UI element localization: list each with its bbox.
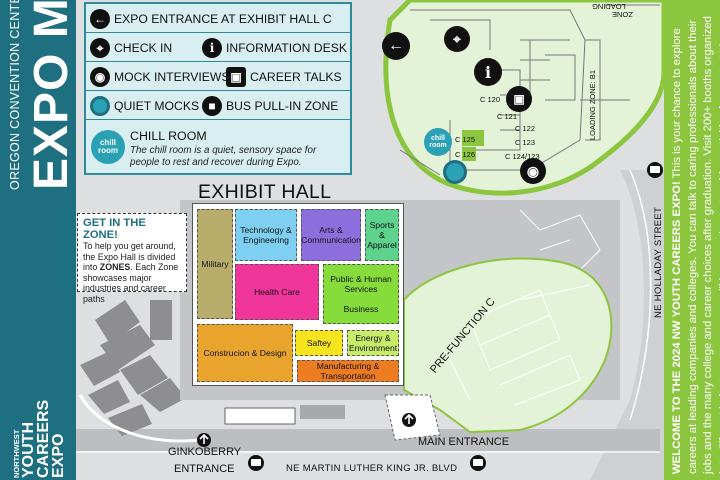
info-icon: i (202, 38, 222, 58)
chill-room-title: CHILL ROOM (130, 129, 207, 143)
main-entrance-label: MAIN ENTRANCE (418, 436, 510, 448)
page-subtitle: OREGON CONVENTION CENTER (8, 0, 22, 190)
room-label: C 120 (480, 95, 501, 104)
holladay-street-label: NE HOLLADAY STREET (653, 206, 664, 318)
bus-icon (248, 455, 264, 471)
legend-row: ◉ MOCK INTERVIEWS ▣ CAREER TALKS (86, 62, 350, 91)
zone-label: ZONE (612, 10, 633, 19)
loading-label: LOADING (592, 2, 626, 11)
legend-row: ⌖ CHECK IN i INFORMATION DESK (86, 33, 350, 62)
legend-career-talks-label: CAREER TALKS (250, 70, 342, 84)
chill-room-icon: chill room (91, 130, 125, 164)
chill-room-description: The chill room is a quiet, sensory space… (130, 145, 317, 168)
legend-bus-zone: ■ BUS PULL-IN ZONE (202, 95, 338, 117)
room-label: C 122 (515, 124, 536, 133)
quiet-mocks-icon (90, 96, 110, 116)
mlk-street-label: NE MARTIN LUTHER KING JR. BLVD (286, 463, 458, 474)
gz-text-bold: ZONES (99, 262, 131, 273)
zone-public-label: Public & Human Services (330, 274, 392, 294)
zone-business-label: Business (343, 304, 379, 314)
legend-check-in-label: CHECK IN (114, 41, 173, 55)
chat-icon: ◉ (90, 67, 110, 87)
arrow-left-icon: ← (382, 32, 410, 60)
zone-manufacturing[interactable]: Manufacturing & Transportation (297, 360, 399, 382)
room-label: C 126 (455, 150, 476, 159)
legend-mock-interviews: ◉ MOCK INTERVIEWS (90, 66, 230, 88)
exhibit-hall-title: EXHIBIT HALL (198, 181, 332, 203)
zone-energy[interactable]: Energy & Environment (347, 330, 399, 356)
chill-room-icon: chill room (424, 128, 452, 156)
presentation-icon: ▣ (226, 67, 246, 87)
exhibit-hall: Military Technology & Engineering Arts &… (192, 203, 404, 386)
welcome-text: WELCOME TO THE 2024 NW YOUTH CAREERS EXP… (670, 0, 720, 474)
title-band: EXPO MAP OREGON CONVENTION CENTER NORTHW… (0, 0, 76, 480)
zone-safety[interactable]: Saftey (295, 330, 343, 356)
zone-arts[interactable]: Arts & Communication (301, 209, 361, 261)
get-in-zone-heading: GET IN THE ZONE! (83, 217, 146, 241)
loading-zone-label: LOADING ZONE: B1 (588, 69, 597, 140)
pin-icon: ⌖ (90, 38, 110, 58)
room-label: C 125 (455, 135, 476, 144)
logo-line2: CAREERS (35, 399, 52, 478)
info-icon: i (474, 58, 502, 86)
room-label: C 123 (515, 138, 536, 147)
gz-text-pre: To help you get around, the Expo Hall is… (83, 241, 176, 273)
legend-quiet-mocks: QUIET MOCKS (90, 95, 199, 117)
zone-health-care[interactable]: Health Care (235, 264, 319, 320)
ginkoberry-entrance-label: ENTRANCE (174, 463, 235, 475)
expo-logo: NORTHWEST YOUTH CAREERS EXPO (12, 399, 67, 478)
welcome-heading: WELCOME TO THE 2024 NW YOUTH CAREERS EXP… (671, 181, 683, 474)
room-label: C 124/123 (505, 152, 540, 161)
bus-icon: ■ (202, 96, 222, 116)
legend-check-in: ⌖ CHECK IN (90, 37, 172, 59)
get-in-zone-box: GET IN THE ZONE! To help you get around,… (77, 213, 187, 304)
welcome-band: WELCOME TO THE 2024 NW YOUTH CAREERS EXP… (664, 0, 720, 480)
zone-military[interactable]: Military (197, 209, 233, 319)
zone-sports[interactable]: Sports & Apparel (365, 209, 399, 261)
ginkoberry-label: GINKOBERRY (168, 446, 242, 458)
legend-quiet-mocks-label: QUIET MOCKS (114, 99, 200, 113)
legend-entrance: ← EXPO ENTRANCE AT EXHIBIT HALL C (90, 8, 332, 30)
legend-row: QUIET MOCKS ■ BUS PULL-IN ZONE (86, 91, 350, 120)
zone-technology[interactable]: Technology & Engineering (235, 209, 297, 261)
legend-info-desk-label: INFORMATION DESK (226, 41, 347, 55)
chat-icon: ◉ (520, 158, 546, 184)
zone-public-business[interactable]: Public & Human Services Business (323, 264, 399, 324)
pin-icon: ⌖ (444, 26, 470, 52)
map-legend: ← EXPO ENTRANCE AT EXHIBIT HALL C ⌖ CHEC… (84, 2, 352, 175)
quiet-mocks-icon (443, 160, 467, 184)
legend-info-desk: i INFORMATION DESK (202, 37, 347, 59)
room-label: C 121 (497, 112, 518, 121)
legend-career-talks: ▣ CAREER TALKS (226, 66, 342, 88)
arrow-left-icon: ← (90, 9, 110, 29)
get-in-zone-body: To help you get around, the Expo Hall is… (83, 241, 181, 305)
logo-line1: YOUTH (20, 422, 37, 478)
page-title: EXPO MAP (25, 0, 76, 190)
legend-bus-zone-label: BUS PULL-IN ZONE (226, 99, 339, 113)
legend-mock-interviews-label: MOCK INTERVIEWS (114, 70, 230, 84)
gz-text-post: . Each Zone showcases major industries a… (83, 262, 179, 304)
legend-row: ← EXPO ENTRANCE AT EXHIBIT HALL C (86, 4, 350, 33)
logo-line3: EXPO (50, 433, 67, 478)
legend-entrance-label: EXPO ENTRANCE AT EXHIBIT HALL C (114, 12, 332, 26)
zone-construction[interactable]: Construcion & Design (197, 324, 293, 382)
presentation-icon: ▣ (506, 86, 532, 112)
